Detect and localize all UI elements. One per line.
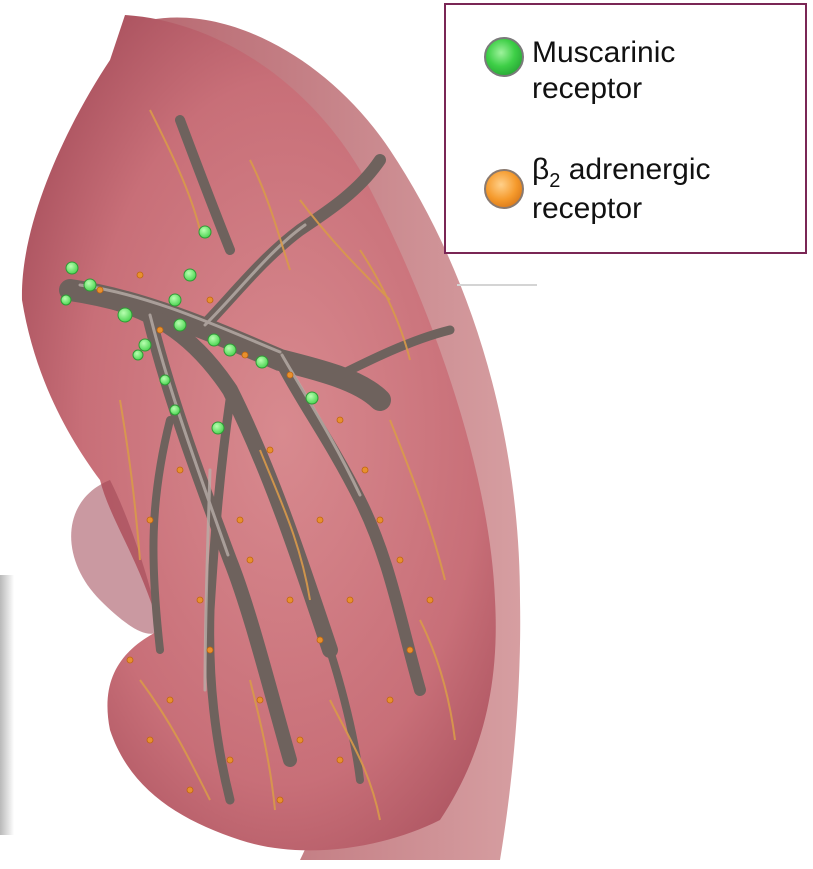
- legend-box: Muscarinic receptor β2 adrenergic recept…: [444, 3, 807, 254]
- legend-item-muscarinic: Muscarinic receptor: [484, 35, 675, 107]
- adrenergic-text: adrenergic: [560, 153, 710, 186]
- subscript-2: 2: [549, 170, 560, 192]
- divider-line: [457, 284, 537, 286]
- legend-label-line2: receptor: [532, 191, 710, 227]
- legend-label-beta2: β2 adrenergic receptor: [532, 152, 710, 227]
- legend-label-muscarinic: Muscarinic receptor: [532, 35, 675, 107]
- beta-symbol: β: [532, 153, 549, 186]
- lung-main-lobe: [22, 15, 496, 850]
- legend-label-line1: Muscarinic: [532, 35, 675, 71]
- legend-item-beta2: β2 adrenergic receptor: [484, 152, 710, 227]
- orange-receptor-dot-icon: [484, 169, 524, 209]
- legend-label-line2: receptor: [532, 71, 675, 107]
- green-receptor-dot-icon: [484, 37, 524, 77]
- legend-label-line1: β2 adrenergic: [532, 152, 710, 191]
